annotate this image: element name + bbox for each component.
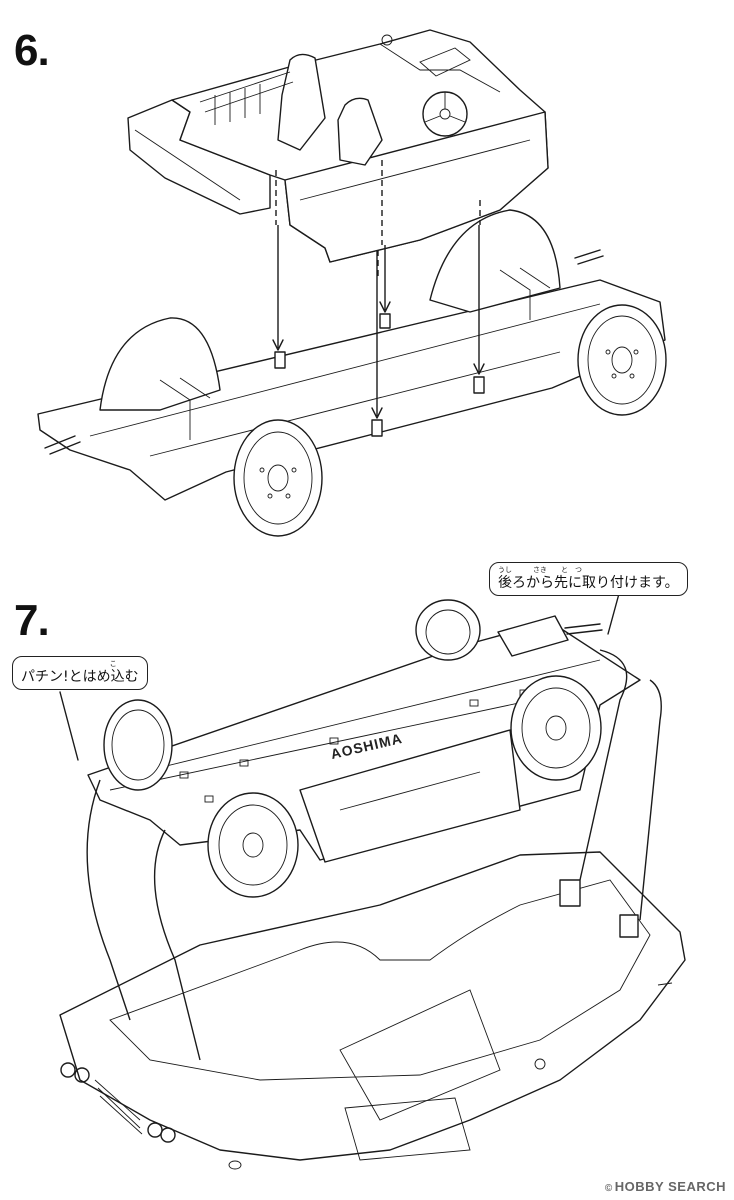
step-6-front-wheel xyxy=(577,304,667,416)
watermark-copyright-icon: © xyxy=(604,1183,613,1194)
step-7-number: 7. xyxy=(14,596,50,645)
step-7-guide-lines xyxy=(86,649,662,1061)
callout-snap-in-tail xyxy=(59,691,79,761)
step-7-body-shell xyxy=(59,851,686,1170)
callout-rear-first: うし さき と つ 後ろから先に取り付けます。 xyxy=(489,562,688,596)
callout-snap-in-ruby: こ xyxy=(109,660,117,668)
watermark: ©HOBBY SEARCH xyxy=(605,1179,726,1194)
step-7-wheels xyxy=(103,599,602,898)
watermark-text: HOBBY SEARCH xyxy=(614,1179,726,1194)
step-6-rear-wheel xyxy=(233,419,323,537)
step-6-interior-tub xyxy=(127,29,549,263)
callout-rear-first-text: 後ろから先に取り付けます。 xyxy=(498,575,679,591)
callout-snap-in: こ パチン!とはめ込む xyxy=(12,656,148,690)
step-6-chassis xyxy=(37,209,666,501)
step-7-chassis-underside xyxy=(87,615,641,863)
callout-rear-first-ruby: うし さき と つ xyxy=(498,566,582,574)
step-6-number: 6. xyxy=(14,26,50,75)
callout-rear-first-tail xyxy=(607,589,621,635)
step-6-guide-lines xyxy=(272,160,485,419)
callout-snap-in-text: パチン!とはめ込む xyxy=(21,669,139,685)
